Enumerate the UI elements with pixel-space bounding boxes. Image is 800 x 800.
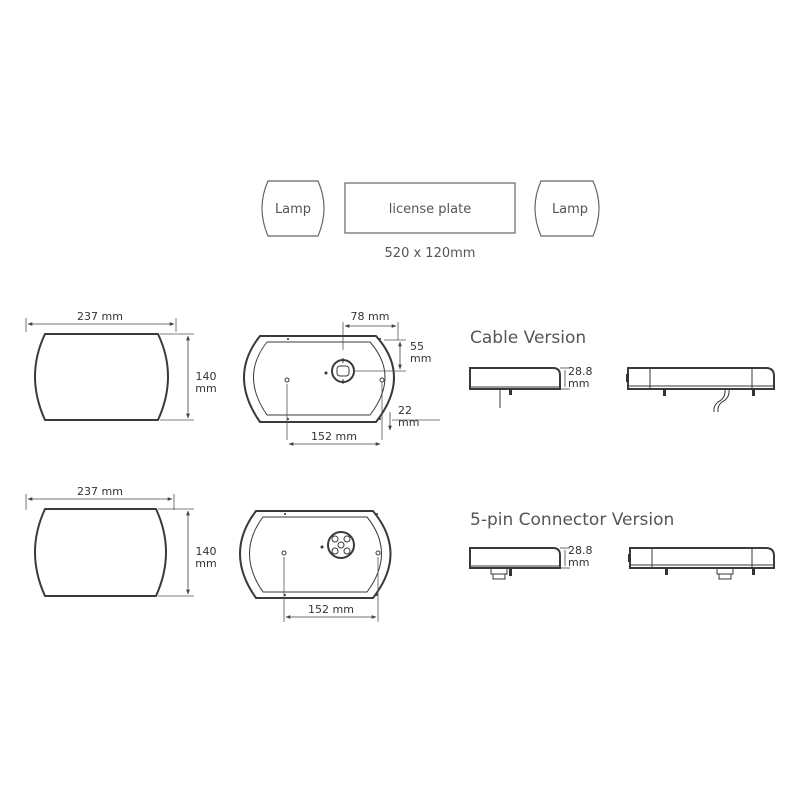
cable-rear-view: 78 mm 55 mm 22 mm 152 mm (243, 310, 440, 446)
cable-lower-dim-value: 22 (398, 404, 412, 417)
connector-depth-value: 28.8 (568, 544, 593, 557)
cable-top-view (626, 367, 775, 413)
license-plate-label: license plate (389, 202, 471, 217)
cable-depth-unit: mm (568, 377, 589, 390)
cable-side-outline (469, 367, 561, 390)
connector-side-view: 28.8 mm (469, 544, 593, 580)
cable-depth-value: 28.8 (568, 365, 593, 378)
cable-hole-spacing-label: 152 mm (311, 430, 357, 443)
lamp-right-label: Lamp (552, 202, 588, 217)
connector-height-value: 140 (196, 545, 217, 558)
connector-socket (327, 531, 355, 559)
connector-side-outline (469, 547, 561, 569)
plate-size-label: 520 x 120mm (385, 246, 476, 261)
cable-height-value: 140 (196, 370, 217, 383)
cable-side-dim-value: 55 (410, 340, 424, 353)
lamp-left-outline (261, 180, 325, 237)
cable-lower-dim-unit: mm (398, 416, 419, 429)
connector-top-view (628, 547, 775, 580)
connector-version-title: 5-pin Connector Version (470, 510, 674, 530)
connector-depth-unit: mm (568, 556, 589, 569)
connector-front-outline (34, 508, 167, 597)
cable-top-outline (627, 367, 775, 390)
connector-top-outline (629, 547, 775, 569)
cable-front-outline (34, 333, 169, 421)
cable-side-dim-unit: mm (410, 352, 431, 365)
license-plate-outline (344, 182, 516, 234)
lamp-left-label: Lamp (275, 202, 311, 217)
connector-height-unit: mm (195, 557, 216, 570)
mounting-layout: Lamp license plate Lamp 520 x 120mm (261, 180, 600, 261)
connector-width-label: 237 mm (77, 485, 123, 498)
connector-rear-outline (239, 510, 392, 599)
connector-front-view: 237 mm 140 mm (25, 485, 217, 597)
lamp-right-outline (534, 180, 600, 237)
cable-rear-outline (243, 335, 395, 423)
cable-front-view: 237 mm 140 mm (25, 310, 217, 421)
cable-height-unit: mm (195, 382, 216, 395)
cable-top-dim-label: 78 mm (351, 310, 390, 323)
cable-width-label: 237 mm (77, 310, 123, 323)
cable-boss (331, 359, 355, 383)
cable-side-view: 28.8 mm (469, 365, 593, 408)
cable-version-title: Cable Version (470, 328, 586, 348)
connector-rear-view: 152 mm (239, 510, 392, 622)
connector-hole-spacing-label: 152 mm (308, 603, 354, 616)
